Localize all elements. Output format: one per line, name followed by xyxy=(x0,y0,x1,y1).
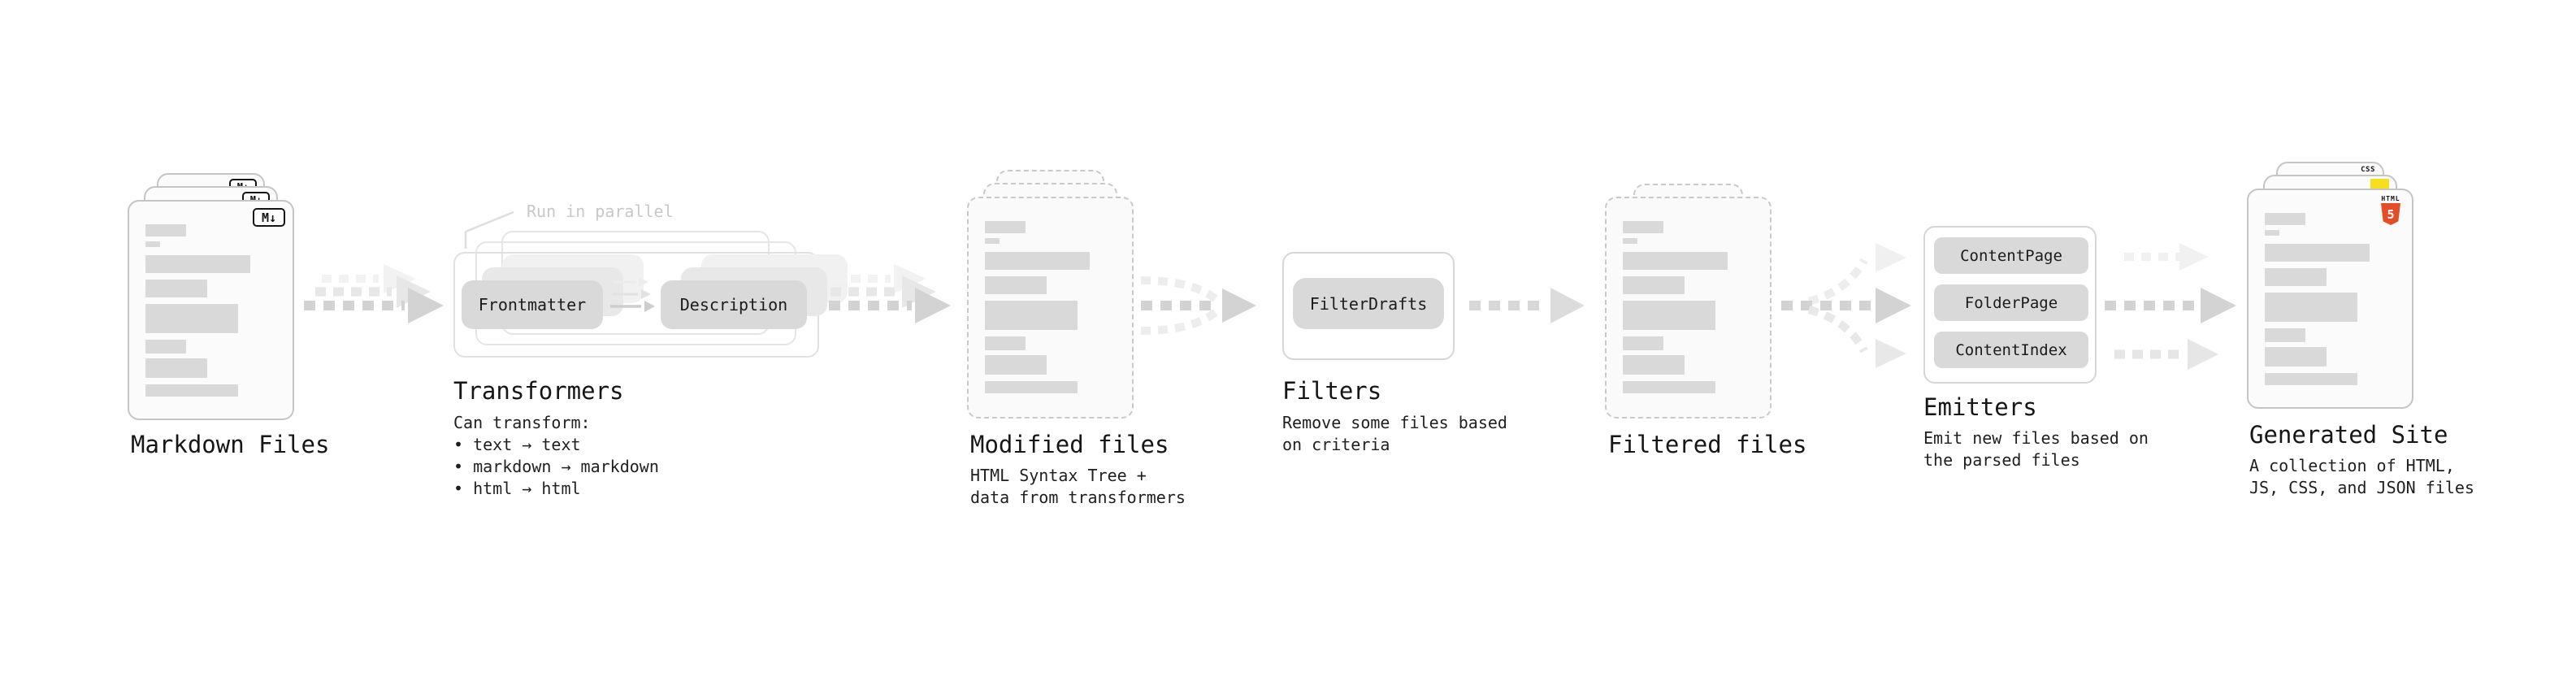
text-line-placeholder xyxy=(145,384,239,397)
text-line-placeholder xyxy=(1623,238,1637,244)
text-line-placeholder xyxy=(145,340,186,354)
text-line-placeholder xyxy=(985,381,1078,393)
desc-line: Emit new files based on xyxy=(1923,428,2149,448)
desc-line: JS, CSS, and JSON files xyxy=(2249,478,2474,497)
file-card-front: M↓ xyxy=(128,200,294,420)
text-line-placeholder xyxy=(2265,347,2327,367)
text-line-placeholder xyxy=(1623,336,1663,350)
text-line-placeholder xyxy=(2265,268,2327,286)
folderpage-pill: FolderPage xyxy=(1934,284,2088,321)
text-line-placeholder xyxy=(145,304,239,333)
file-card-front: HTML 5 xyxy=(2247,189,2413,409)
file-content-placeholder xyxy=(985,198,1116,393)
text-line-placeholder xyxy=(1623,355,1685,375)
stage-title-emitters: Emitters xyxy=(1923,393,2037,421)
text-line-placeholder xyxy=(2265,230,2279,236)
stage-title-generated-site: Generated Site xyxy=(2249,421,2448,449)
file-content-placeholder xyxy=(1623,198,1754,393)
desc-line: Remove some files based xyxy=(1282,413,1507,432)
desc-line: the parsed files xyxy=(1923,450,2080,470)
text-line-placeholder xyxy=(2265,244,2370,262)
text-line-placeholder xyxy=(985,355,1047,375)
text-line-placeholder xyxy=(1623,276,1685,294)
text-line-placeholder xyxy=(145,280,207,297)
text-line-placeholder xyxy=(985,336,1026,350)
html5-icon-shield: 5 xyxy=(2381,203,2400,225)
arrow-filtered-to-emitters xyxy=(1781,243,1911,368)
text-line-placeholder xyxy=(1623,221,1663,233)
text-line-placeholder xyxy=(145,241,160,247)
arrow-markdown-to-transformers xyxy=(304,264,444,323)
emitters-description: Emit new files based on the parsed files xyxy=(1923,427,2149,471)
text-line-placeholder xyxy=(1623,381,1716,393)
markdown-icon: M↓ xyxy=(253,208,285,227)
html5-icon: HTML 5 xyxy=(2380,195,2401,225)
desc-line: • markdown → markdown xyxy=(453,457,659,476)
text-line-placeholder xyxy=(985,221,1026,233)
desc-line: • text → text xyxy=(453,435,581,454)
text-line-placeholder xyxy=(145,255,250,273)
arrow-filters-to-filtered xyxy=(1469,288,1585,323)
text-line-placeholder xyxy=(145,358,207,378)
js-icon xyxy=(2370,179,2389,191)
file-card-front xyxy=(967,197,1134,419)
desc-line: Can transform: xyxy=(453,413,591,432)
filters-description: Remove some files based on criteria xyxy=(1282,412,1507,456)
text-line-placeholder xyxy=(2265,213,2305,225)
text-line-placeholder xyxy=(985,301,1078,330)
text-line-placeholder xyxy=(1623,301,1716,330)
stage-title-modified-files: Modified files xyxy=(970,431,1169,458)
run-in-parallel-label: Run in parallel xyxy=(527,202,674,221)
arrow-modified-to-filters xyxy=(1140,276,1256,335)
desc-line: A collection of HTML, xyxy=(2249,456,2455,475)
css-icon-label: CSS xyxy=(2361,166,2375,174)
text-line-placeholder xyxy=(2265,328,2305,342)
contentindex-pill: ContentIndex xyxy=(1934,332,2088,368)
desc-line: on criteria xyxy=(1282,435,1390,454)
desc-line: data from transformers xyxy=(970,488,1186,507)
text-line-placeholder xyxy=(985,238,1000,244)
stage-title-markdown-files: Markdown Files xyxy=(131,431,330,458)
description-pill: Description xyxy=(661,280,807,329)
file-content-placeholder xyxy=(145,202,276,397)
html5-icon-label: HTML xyxy=(2381,195,2400,202)
arrow-emitters-to-generated xyxy=(2105,243,2236,370)
transformers-description: Can transform: • text → text • markdown … xyxy=(453,412,659,500)
text-line-placeholder xyxy=(2265,373,2358,385)
file-content-placeholder xyxy=(2265,190,2396,385)
text-line-placeholder xyxy=(2265,293,2358,322)
modified-description: HTML Syntax Tree + data from transformer… xyxy=(970,465,1186,509)
text-line-placeholder xyxy=(985,252,1090,270)
text-line-placeholder xyxy=(1623,252,1728,270)
stage-title-transformers: Transformers xyxy=(453,377,624,405)
html5-icon-number: 5 xyxy=(2387,206,2395,222)
stage-title-filtered-files: Filtered files xyxy=(1608,431,1807,458)
filterdrafts-pill: FilterDrafts xyxy=(1293,278,1444,329)
desc-line: HTML Syntax Tree + xyxy=(970,466,1147,485)
file-card-front xyxy=(1605,197,1772,419)
frontmatter-pill: Frontmatter xyxy=(462,280,603,329)
contentpage-pill: ContentPage xyxy=(1934,237,2088,274)
stage-title-filters: Filters xyxy=(1282,377,1382,405)
text-line-placeholder xyxy=(985,276,1047,294)
text-line-placeholder xyxy=(145,224,186,236)
desc-line: • html → html xyxy=(453,479,581,498)
generated-description: A collection of HTML, JS, CSS, and JSON … xyxy=(2249,455,2474,499)
